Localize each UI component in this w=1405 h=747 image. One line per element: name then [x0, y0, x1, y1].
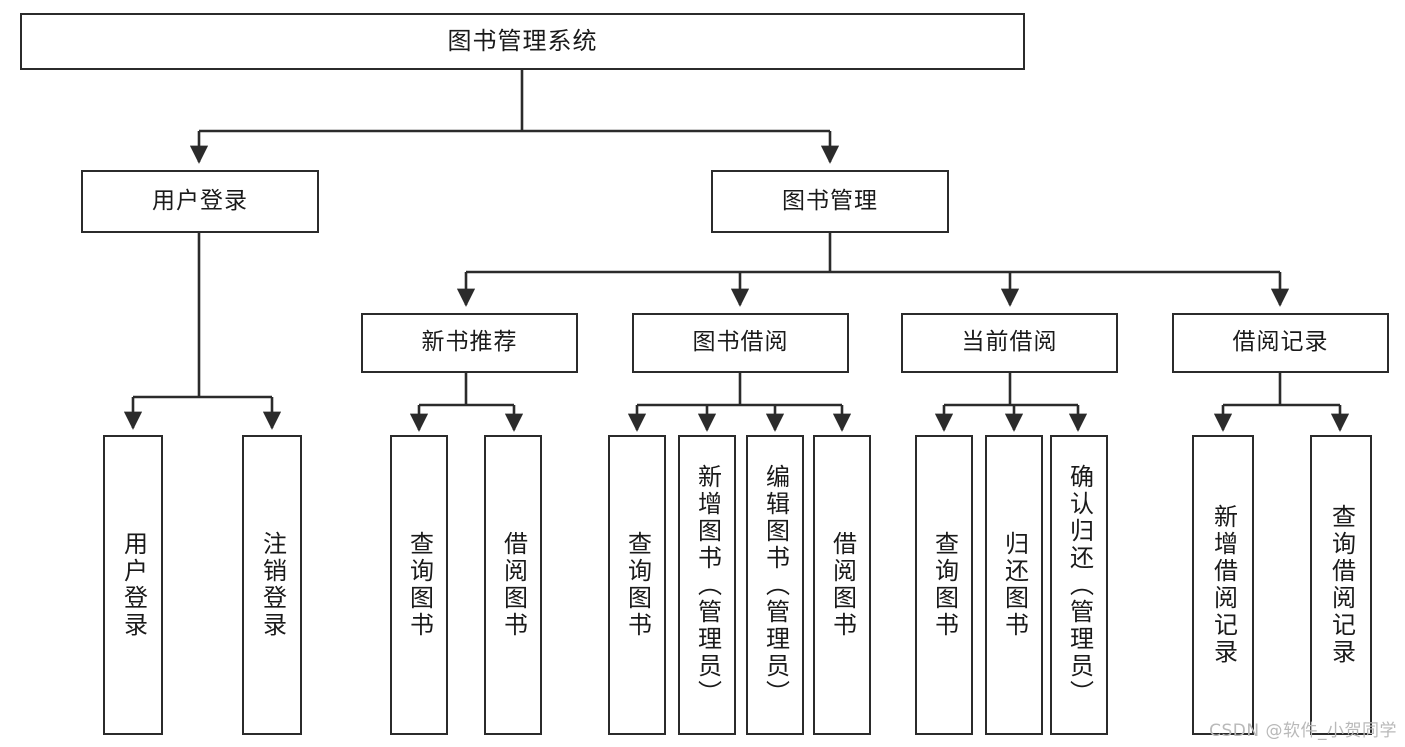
leaf-user-login[interactable]: 用户登录 [103, 435, 163, 735]
leaf-query-book-book-borrow[interactable]: 查询图书 [608, 435, 666, 735]
node-root-book-management-system[interactable]: 图书管理系统 [20, 13, 1025, 70]
node-book-borrow[interactable]: 图书借阅 [632, 313, 849, 373]
leaf-return-book[interactable]: 归还图书 [985, 435, 1043, 735]
leaf-user-logout[interactable]: 注销登录 [242, 435, 302, 735]
leaf-query-book-current-borrow[interactable]: 查询图书 [915, 435, 973, 735]
leaf-query-book-new-book-rec[interactable]: 查询图书 [390, 435, 448, 735]
leaf-borrow-book-new-book-rec[interactable]: 借阅图书 [484, 435, 542, 735]
node-new-book-recommend[interactable]: 新书推荐 [361, 313, 578, 373]
leaf-borrow-book-book-borrow[interactable]: 借阅图书 [813, 435, 871, 735]
leaf-confirm-return-admin[interactable]: 确认归还（管理员） [1050, 435, 1108, 735]
csdn-watermark: CSDN @软件_小贺同学 [1209, 721, 1397, 741]
leaf-query-borrow-record[interactable]: 查询借阅记录 [1310, 435, 1372, 735]
node-book-manage[interactable]: 图书管理 [711, 170, 949, 233]
leaf-add-book-admin[interactable]: 新增图书（管理员） [678, 435, 736, 735]
leaf-edit-book-admin[interactable]: 编辑图书（管理员） [746, 435, 804, 735]
node-borrow-record[interactable]: 借阅记录 [1172, 313, 1389, 373]
leaf-add-borrow-record[interactable]: 新增借阅记录 [1192, 435, 1254, 735]
node-user-login[interactable]: 用户登录 [81, 170, 319, 233]
node-current-borrow[interactable]: 当前借阅 [901, 313, 1118, 373]
